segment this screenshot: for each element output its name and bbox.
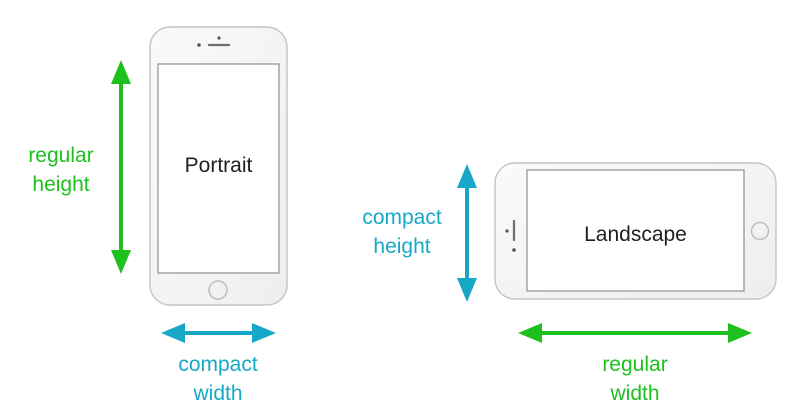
landscape-width-arrow: [518, 323, 752, 343]
home-button-icon: [208, 280, 228, 300]
portrait-phone: [149, 26, 288, 306]
landscape-width-label-line2: width: [610, 382, 660, 405]
landscape-height-label-line1: compact: [362, 206, 442, 229]
home-button-icon: [750, 221, 770, 241]
landscape-height-arrow: [457, 164, 477, 302]
landscape-width-label-line1: regular: [602, 353, 668, 376]
portrait-height-label-line2: height: [32, 173, 90, 196]
portrait-height-label-line1: regular: [28, 144, 94, 167]
landscape-height-label: compact height: [350, 203, 454, 261]
portrait-width-label-line1: compact: [178, 353, 258, 376]
portrait-screen-label: Portrait: [184, 154, 253, 177]
earpiece-speaker-icon: [505, 219, 516, 252]
portrait-height-label: regular height: [16, 141, 106, 199]
portrait-height-arrow: [111, 60, 131, 274]
landscape-width-label: regular width: [580, 350, 690, 408]
landscape-height-label-line2: height: [373, 235, 431, 258]
earpiece-speaker-icon: [197, 36, 231, 47]
portrait-width-label: compact width: [158, 350, 278, 408]
portrait-width-label-line2: width: [193, 382, 243, 405]
landscape-phone: [494, 162, 777, 300]
landscape-screen-label: Landscape: [584, 223, 687, 246]
portrait-width-arrow: [161, 323, 276, 343]
